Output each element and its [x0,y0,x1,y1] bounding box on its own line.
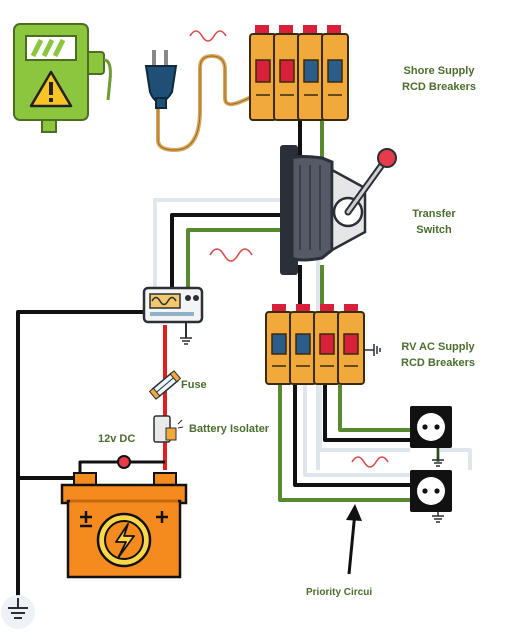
transfer-switch [280,145,397,275]
ground-icon-inverter [180,337,192,345]
fuse-icon [148,370,182,400]
battery-isolater-label: Battery Isolater [189,423,270,435]
white-wire-top [153,198,280,300]
outlet-icon-1 [410,406,452,467]
black-wire-outlet1 [323,385,412,442]
warning-meter-icon [13,23,112,133]
rv-ac-label-line1: RV AC Supply [401,341,475,353]
ac-wave-icon-mid [209,248,253,262]
rv-ac-rcd-breakers [265,304,374,385]
ac-wave-icon-top [189,30,227,42]
shore-rcd-breakers [249,25,349,121]
green-wire-outlet2 [278,385,412,502]
transfer-switch-label: Transfer Switch [402,206,466,238]
inverter-icon [142,286,204,338]
isolator-icon [153,415,184,443]
ac-wave-icon-bottom [351,456,389,468]
shore-supply-label: Shore Supply RCD Breakers [400,63,478,95]
white-wire-outlets [303,385,410,477]
shore-supply-label-line1: Shore Supply [403,65,475,77]
white-wire-outlet-right [440,448,472,470]
black-wire-outlet2 [293,385,412,487]
ground-icon-rv [373,344,381,356]
outlet-icon-2 [410,470,452,523]
fuse-label: Fuse [181,379,207,391]
green-wire-outlet1 [338,385,412,432]
battery-icon [60,472,188,579]
rv-ac-label-line2: RCD Breakers [401,357,475,369]
dc-12v-label: 12v DC [98,433,136,445]
priority-arrow-icon [346,504,362,575]
green-wire-inverter-switch [186,228,282,290]
ground-icon-earth [1,595,35,629]
transfer-switch-label-line1: Transfer [412,208,456,220]
wires [16,120,472,600]
plug-icon [144,50,255,153]
white-wire-outlet1 [318,380,410,452]
shore-supply-label-line2: RCD Breakers [402,81,476,93]
priority-circuit-label: Priority Circui [306,587,373,598]
black-wire-ground [16,310,148,600]
transfer-switch-label-line2: Switch [416,224,452,236]
black-wire-inverter-switch [170,213,282,290]
dc-node [117,455,131,469]
rv-ac-label: RV AC Supply RCD Breakers [398,339,478,371]
